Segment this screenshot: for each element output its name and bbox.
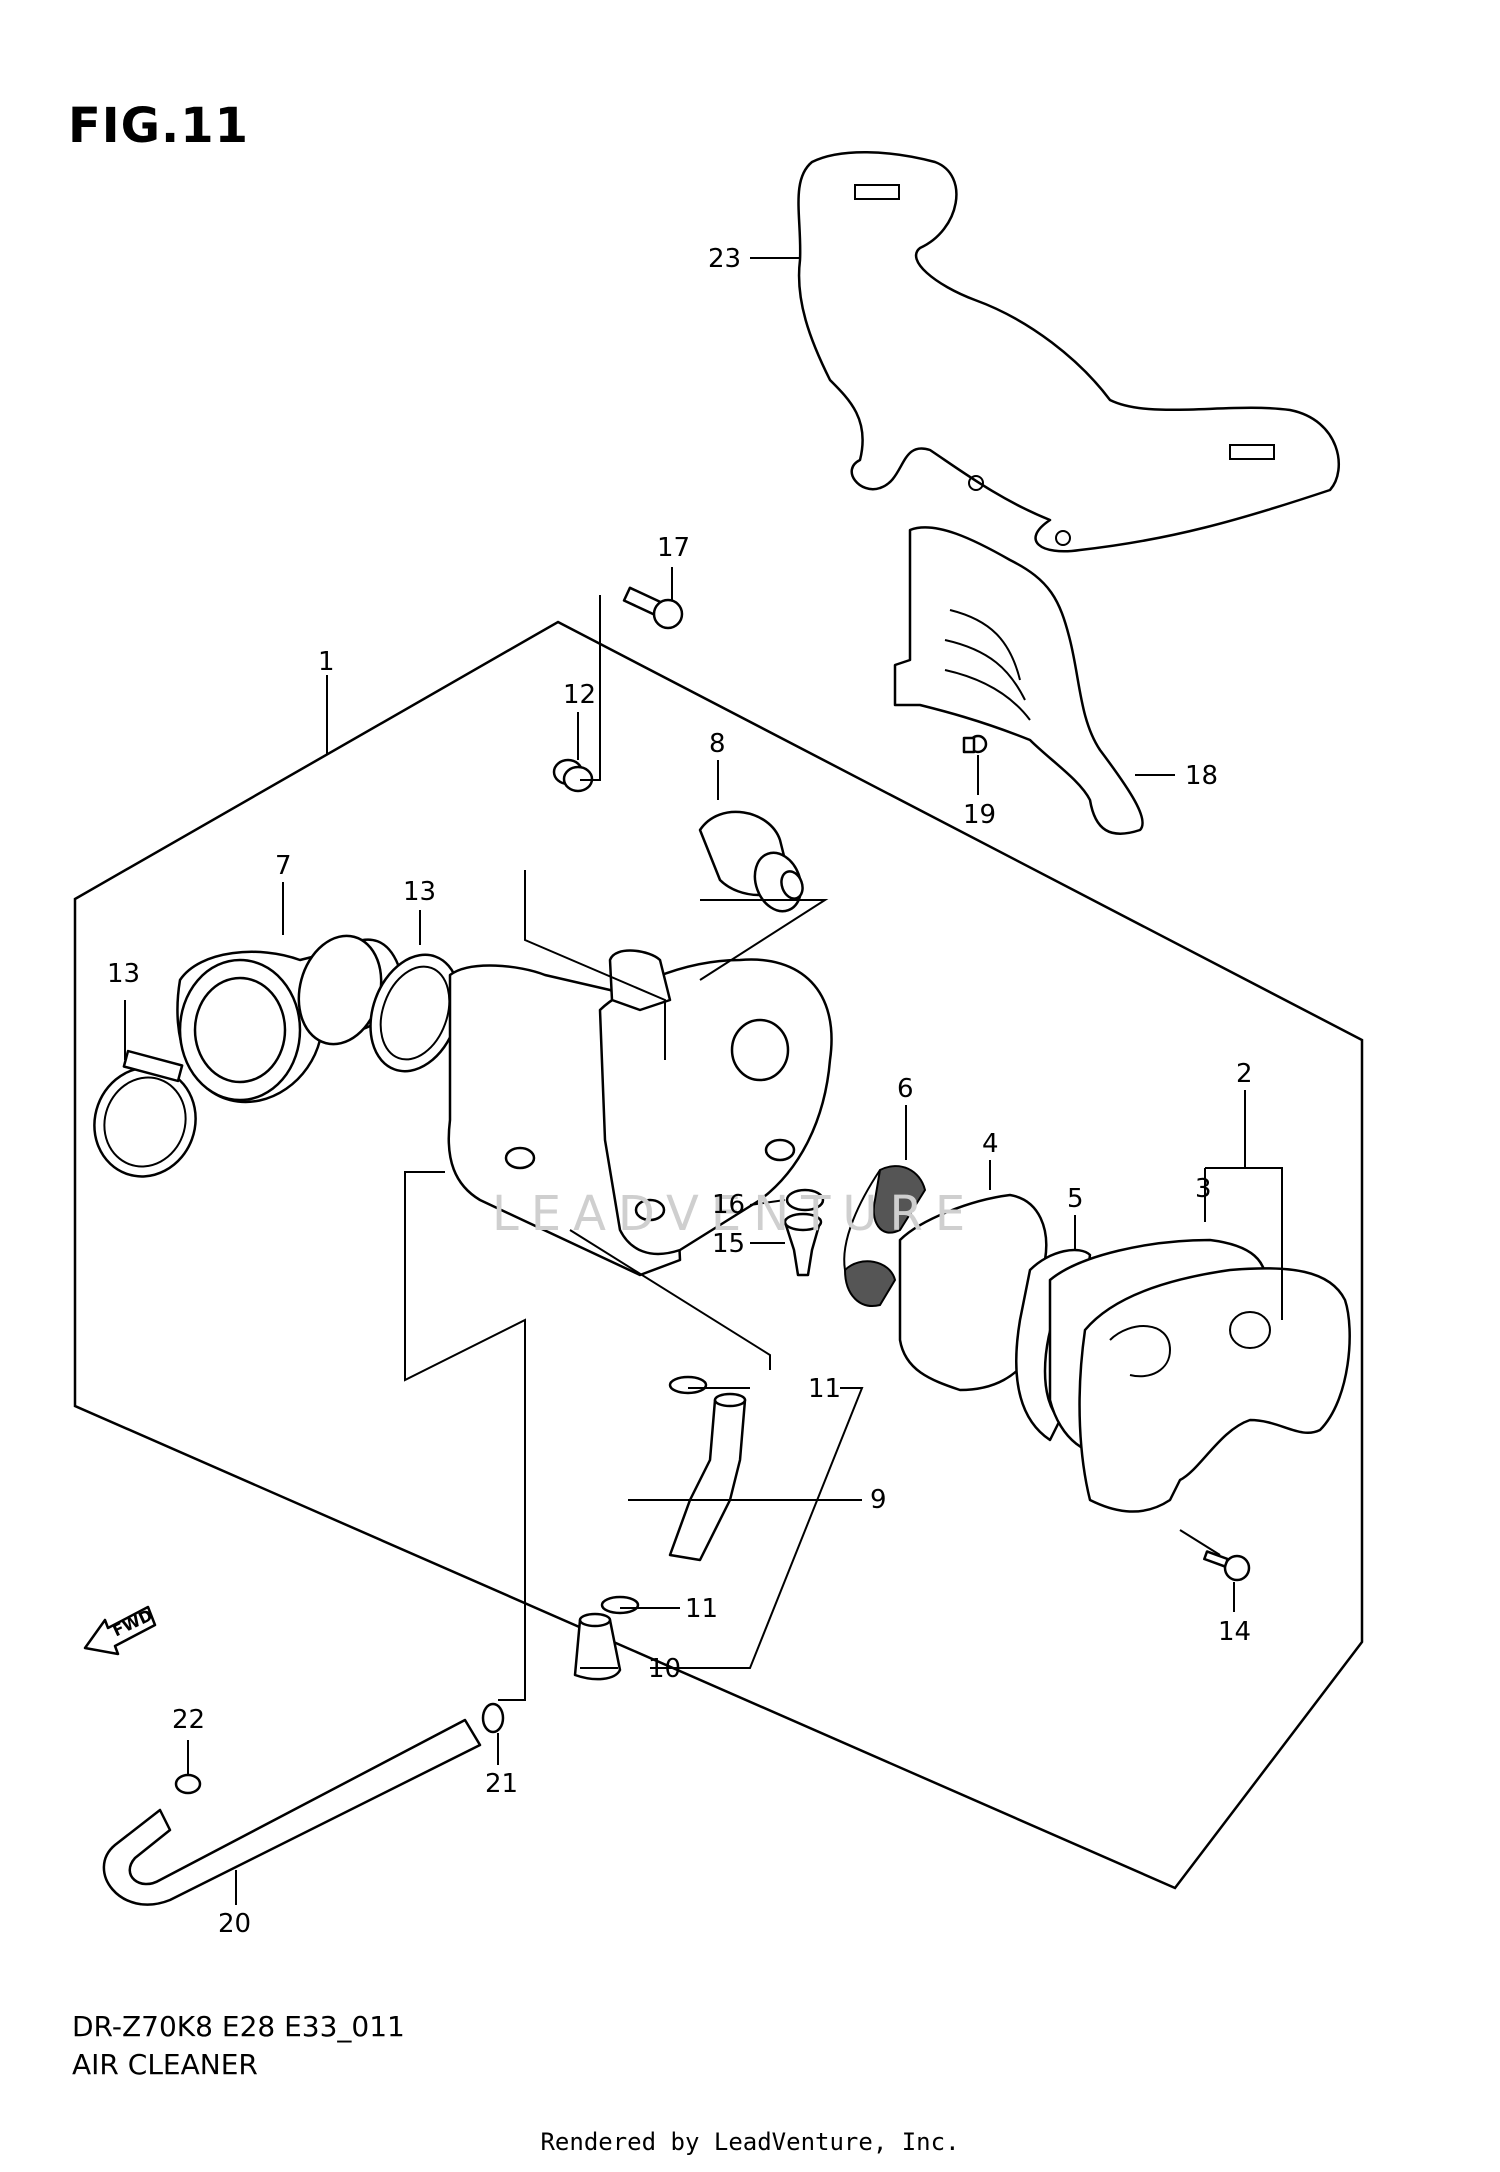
part-10-drain-plug[interactable] — [573, 1612, 622, 1681]
callout-8: 8 — [709, 729, 726, 759]
watermark: LEADVENTURE — [492, 1186, 977, 1242]
callout-23: 23 — [708, 244, 741, 274]
part-16-o-ring[interactable] — [785, 1188, 825, 1212]
assembly-name: AIR CLEANER — [72, 2048, 258, 2081]
fwd-arrow: FWD — [83, 1605, 157, 1656]
part-13-clamp-right[interactable] — [355, 942, 475, 1083]
part-17-bolt[interactable] — [622, 586, 684, 630]
callout-14: 14 — [1218, 1617, 1251, 1647]
figure-title: FIG.11 — [68, 98, 250, 154]
callout-11-upper: 11 — [808, 1374, 841, 1404]
part-11-clip-upper[interactable] — [668, 1375, 708, 1395]
callout-15: 15 — [712, 1229, 745, 1259]
callout-12: 12 — [563, 680, 596, 710]
callout-4: 4 — [982, 1129, 999, 1159]
callout-7: 7 — [275, 851, 292, 881]
part-12-grommet[interactable] — [552, 758, 594, 793]
part-20-hose[interactable] — [102, 1718, 482, 1906]
callout-18: 18 — [1185, 761, 1218, 791]
part-18-side-plate[interactable] — [893, 526, 1144, 835]
part-8-breather[interactable] — [698, 810, 809, 918]
callout-20: 20 — [218, 1909, 251, 1939]
part-7-intake-boot[interactable] — [176, 927, 403, 1104]
callout-19: 19 — [963, 800, 996, 830]
callout-13-left: 13 — [107, 959, 140, 989]
callout-2: 2 — [1236, 1059, 1253, 1089]
rendered-by-credit: Rendered by LeadVenture, Inc. — [540, 2128, 960, 2156]
part-19-rivet[interactable] — [962, 734, 988, 754]
callout-13-right: 13 — [403, 877, 436, 907]
part-15-drain[interactable] — [783, 1212, 823, 1277]
callout-17: 17 — [657, 533, 690, 563]
part-2-cover[interactable] — [1078, 1267, 1351, 1513]
part-5-gasket[interactable] — [1015, 1248, 1092, 1442]
callout-9: 9 — [870, 1485, 887, 1515]
callout-21: 21 — [485, 1769, 518, 1799]
assembly-1-frame — [73, 620, 1364, 1890]
air-cleaner-case[interactable] — [447, 949, 833, 1277]
callout-16: 16 — [712, 1190, 745, 1220]
callout-11-lower: 11 — [685, 1594, 718, 1624]
part-21-hose-clip[interactable] — [481, 1702, 505, 1734]
callout-22: 22 — [172, 1705, 205, 1735]
callout-10: 10 — [648, 1654, 681, 1684]
model-code: DR-Z70K8 E28 E33_011 — [72, 2010, 405, 2043]
part-23-bracket[interactable] — [797, 151, 1340, 553]
part-14-screw[interactable] — [1203, 1550, 1251, 1582]
callout-5: 5 — [1067, 1184, 1084, 1214]
part-6-mesh-element[interactable] — [843, 1165, 927, 1307]
part-11-clip-lower[interactable] — [600, 1595, 640, 1615]
callout-3: 3 — [1195, 1174, 1212, 1204]
leader-lines — [124, 257, 1283, 1905]
callout-1: 1 — [318, 647, 335, 677]
part-9-drain-pipe[interactable] — [668, 1392, 747, 1562]
part-13-clamp-left[interactable] — [79, 1049, 211, 1191]
callout-6: 6 — [897, 1074, 914, 1104]
part-22-hose-clip[interactable] — [174, 1773, 202, 1795]
